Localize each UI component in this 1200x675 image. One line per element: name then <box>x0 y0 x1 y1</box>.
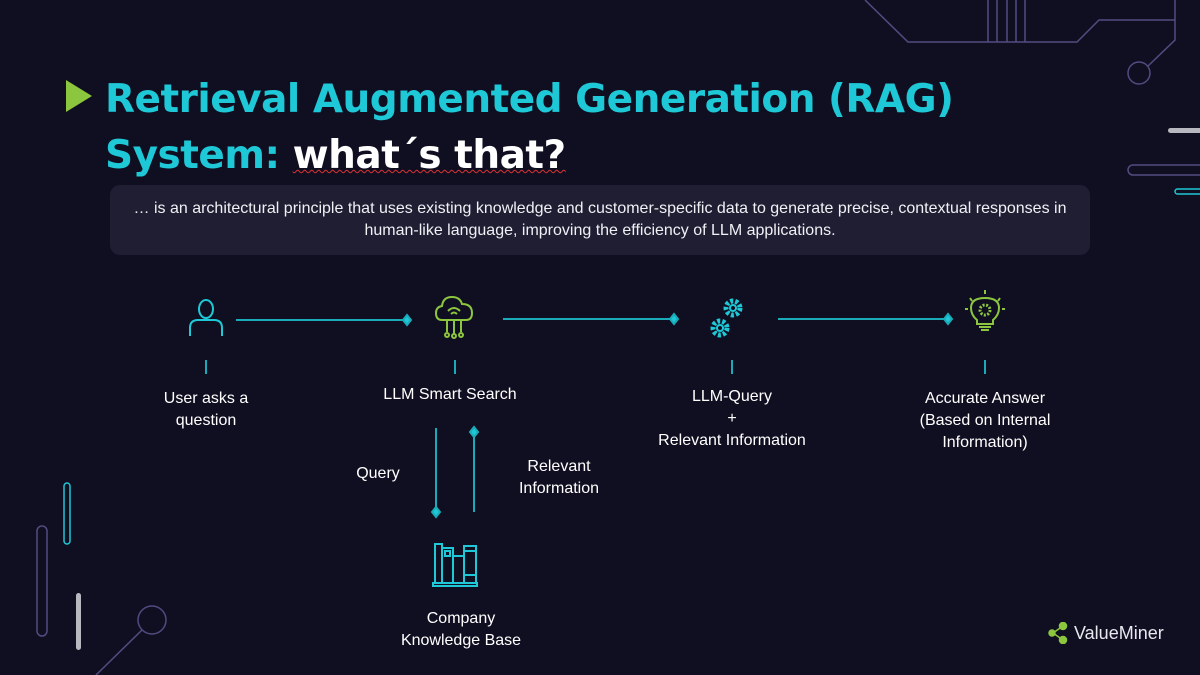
title-line-2a: System: <box>105 133 280 178</box>
valueminer-logo: ValueMiner <box>1048 622 1164 644</box>
step-query-label: LLM-Query+Relevant Information <box>658 388 806 449</box>
brand-name: ValueMiner <box>1074 622 1164 643</box>
play-triangle-icon <box>66 80 92 112</box>
page-title: Retrieval Augmented Generation (RAG) Sys… <box>105 72 954 184</box>
query-label: Query <box>356 465 400 482</box>
cloud-network-icon <box>434 295 474 339</box>
share-nodes-icon <box>1048 622 1068 644</box>
title-line-2b: what´s that? <box>292 133 567 178</box>
lightbulb-icon <box>965 290 1005 331</box>
step-search-label: LLM Smart Search <box>383 386 517 403</box>
title-line-1: Retrieval Augmented Generation (RAG) <box>105 77 954 122</box>
books-icon <box>432 543 478 587</box>
user-icon <box>189 299 223 336</box>
gears-icon <box>710 298 743 338</box>
description-box: … is an architectural principle that use… <box>110 185 1090 255</box>
